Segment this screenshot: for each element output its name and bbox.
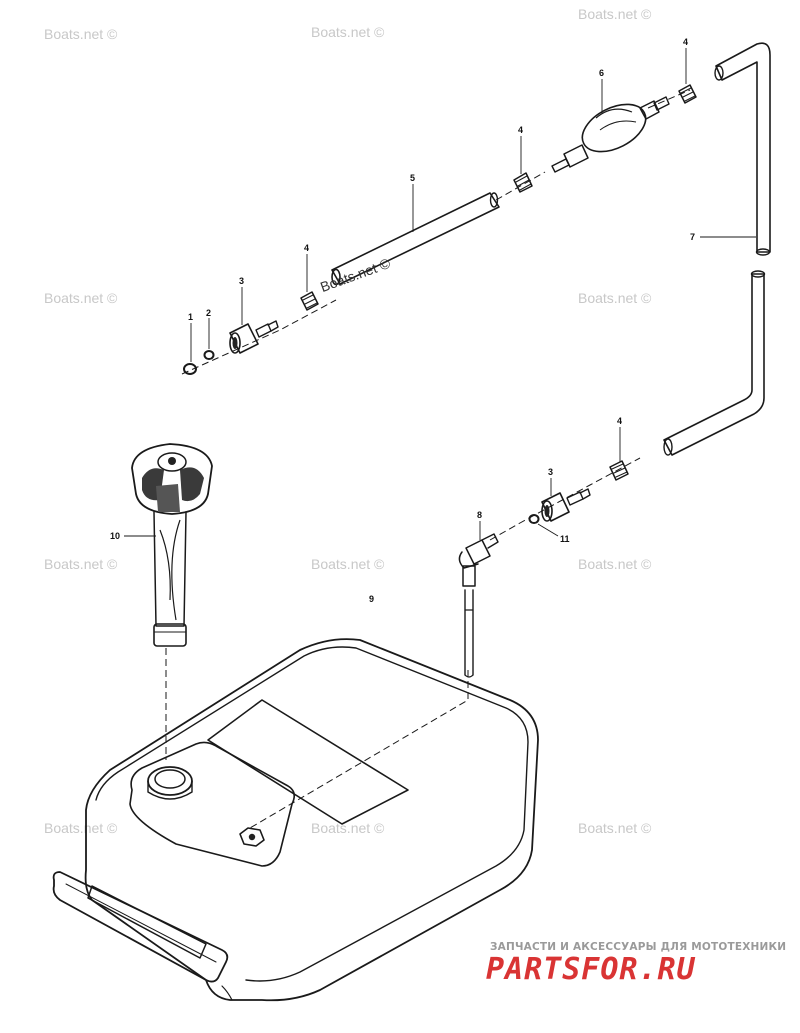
callout-3-lower: 3 — [548, 467, 553, 477]
part-6-primer-bulb — [551, 96, 670, 173]
part-11-o-ring — [528, 514, 540, 524]
part-10-fuel-gauge — [131, 443, 213, 647]
part-4-clamp-c — [678, 84, 697, 104]
part-8-elbow-fitting — [458, 533, 499, 678]
callout-leaders — [124, 48, 756, 540]
callout-2: 2 — [206, 308, 211, 318]
callout-8: 8 — [477, 510, 482, 520]
part-7-hose-lower — [663, 270, 766, 456]
partsfor-logo: PARTSFOR.RU — [486, 952, 696, 987]
watermark: Boats.net © — [578, 6, 652, 22]
part-4-clamp-d — [609, 460, 629, 481]
footer-caption: ЗАПЧАСТИ И АКСЕССУАРЫ ДЛЯ МОТОТЕХНИКИ — [490, 941, 787, 953]
callout-4-a: 4 — [304, 243, 309, 253]
watermark: Boats.net © — [44, 820, 118, 836]
part-4-clamp-a — [300, 291, 319, 311]
callout-9: 9 — [369, 594, 374, 604]
watermark: Boats.net © — [578, 290, 652, 306]
callout-4-d: 4 — [617, 416, 622, 426]
callout-11: 11 — [560, 534, 570, 544]
part-2-o-ring — [203, 350, 215, 360]
part-3-connector-upper — [229, 320, 279, 354]
watermark: Boats.net © — [578, 820, 652, 836]
part-5-fuel-hose — [331, 192, 500, 286]
part-1-o-ring — [183, 363, 197, 375]
callout-4-b: 4 — [518, 125, 523, 135]
callout-4-c: 4 — [683, 37, 688, 47]
watermark: Boats.net © — [44, 290, 118, 306]
watermark: Boats.net © — [311, 24, 385, 40]
callout-1: 1 — [188, 312, 193, 322]
watermark: Boats.net © — [311, 556, 385, 572]
callout-3-upper: 3 — [239, 276, 244, 286]
part-3-connector-lower — [541, 488, 591, 522]
callout-10: 10 — [110, 531, 120, 541]
part-9-fuel-tank — [52, 638, 539, 1002]
callout-7: 7 — [690, 232, 695, 242]
watermark: Boats.net © — [44, 26, 118, 42]
part-7-hose-upper — [714, 42, 771, 256]
watermark: Boats.net © — [311, 820, 385, 836]
assembly-leader-lines — [165, 89, 691, 829]
watermark: Boats.net © — [44, 556, 118, 572]
callout-5: 5 — [410, 173, 415, 183]
part-4-clamp-b — [513, 172, 533, 193]
callout-6: 6 — [599, 68, 604, 78]
watermark: Boats.net © — [578, 556, 652, 572]
